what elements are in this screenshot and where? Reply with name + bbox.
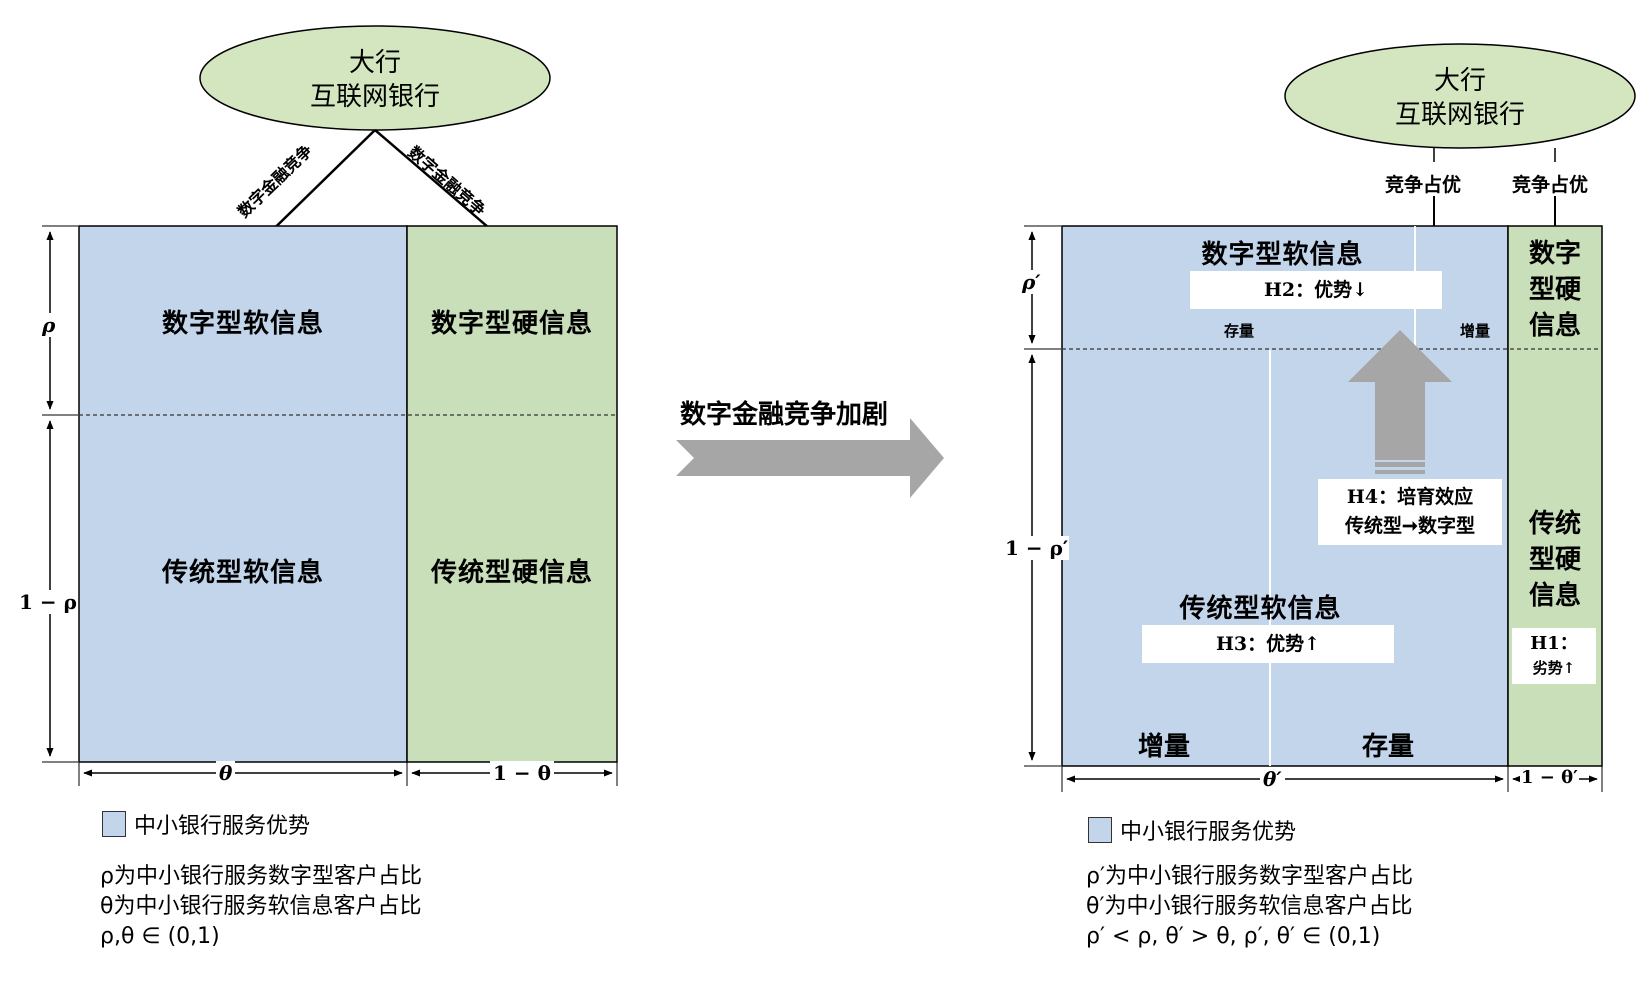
left-notes: ρ为中小银行服务数字型客户占比 θ为中小银行服务软信息客户占比 ρ,θ ∈ (0… bbox=[100, 862, 422, 952]
left-cell-traditional-hard: 传统型硬信息 bbox=[430, 558, 593, 588]
left-one-minus-rho-label: 1 − ρ bbox=[18, 590, 78, 614]
right-digital-hard-label: 数字 型硬 信息 bbox=[1528, 239, 1581, 341]
left-legend-swatch bbox=[102, 811, 126, 837]
left-green-region bbox=[406, 225, 618, 763]
left-note-theta: θ为中小银行服务软信息客户占比 bbox=[100, 894, 422, 919]
right-one-minus-rho-label: 1 − ρ′ bbox=[1004, 536, 1070, 560]
right-ellipse bbox=[1284, 43, 1636, 149]
right-note-theta: θ′为中小银行服务软信息客户占比 bbox=[1086, 894, 1413, 919]
left-note-rho: ρ为中小银行服务数字型客户占比 bbox=[100, 864, 422, 889]
left-cell-digital-hard: 数字型硬信息 bbox=[430, 309, 593, 339]
right-compete-label-left: 竞争占优 bbox=[1385, 174, 1462, 196]
right-one-minus-theta-label: 1 − θ′ bbox=[1520, 767, 1579, 788]
cultivation-up-arrow bbox=[1348, 330, 1452, 460]
left-blue-region bbox=[78, 225, 408, 763]
right-ellipse-label: 大行 互联网银行 bbox=[1394, 66, 1525, 130]
transition-label: 数字金融竞争加剧 bbox=[680, 400, 889, 430]
right-note-rho: ρ′为中小银行服务数字型客户占比 bbox=[1086, 864, 1413, 889]
right-stock-label: 存量 bbox=[1362, 732, 1415, 762]
right-compete-label-right: 竞争占优 bbox=[1512, 174, 1589, 196]
right-h4-box: H4：培育效应 传统型➞数字型 bbox=[1318, 479, 1502, 545]
transition-arrow bbox=[676, 418, 944, 498]
left-ellipse-label: 大行 互联网银行 bbox=[309, 48, 440, 112]
right-increment-label: 增量 bbox=[1138, 732, 1191, 762]
right-increment-small-label: 增量 bbox=[1460, 322, 1491, 340]
left-note-range: ρ,θ ∈ (0,1) bbox=[100, 924, 220, 949]
left-rho-label: ρ bbox=[40, 313, 58, 337]
right-digital-soft-label: 数字型软信息 bbox=[1201, 240, 1364, 270]
left-one-minus-theta-label: 1 − θ bbox=[490, 761, 554, 785]
right-h3-box: H3：优势↑ bbox=[1142, 625, 1394, 663]
right-rho-label: ρ′ bbox=[1020, 270, 1043, 294]
right-legend-swatch bbox=[1088, 817, 1112, 843]
left-cell-digital-soft: 数字型软信息 bbox=[161, 309, 324, 339]
right-note-range: ρ′ < ρ, θ′ > θ, ρ′, θ′ ∈ (0,1) bbox=[1086, 924, 1381, 949]
right-traditional-soft-label: 传统型软信息 bbox=[1179, 594, 1342, 624]
right-h2-box: H2：优势↓ bbox=[1190, 271, 1442, 309]
right-traditional-hard-label: 传统 型硬 信息 bbox=[1528, 509, 1581, 611]
left-legend: 中小银行服务优势 bbox=[102, 808, 310, 840]
right-legend: 中小银行服务优势 bbox=[1088, 814, 1296, 846]
right-h1-box: H1： 劣势↑ bbox=[1512, 628, 1596, 684]
left-cell-traditional-soft: 传统型软信息 bbox=[161, 558, 324, 588]
right-theta-label: θ′ bbox=[1260, 767, 1285, 791]
left-theta-label: θ bbox=[216, 761, 236, 785]
right-stock-small-label: 存量 bbox=[1224, 322, 1255, 340]
right-notes: ρ′为中小银行服务数字型客户占比 θ′为中小银行服务软信息客户占比 ρ′ < ρ… bbox=[1086, 862, 1413, 952]
